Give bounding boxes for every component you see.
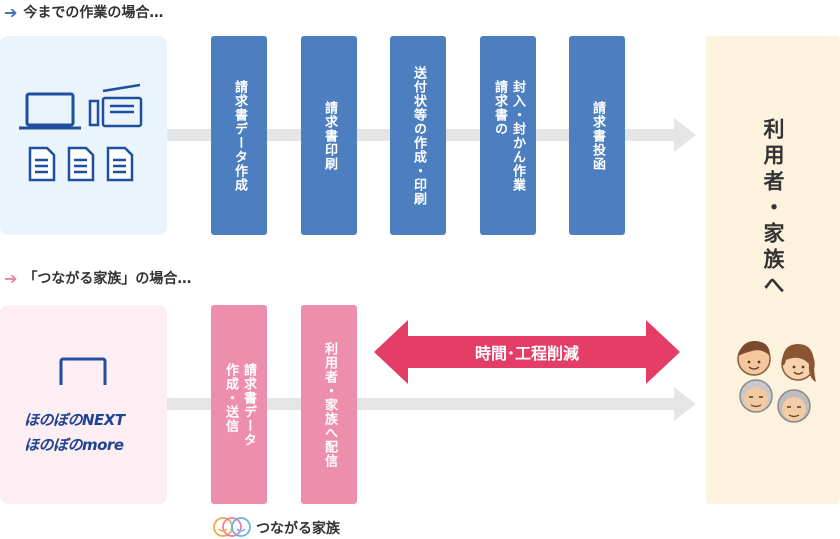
step-label: 請求書データ 作成・送信 [223, 362, 256, 447]
step-label: 請求書データ作成 [232, 79, 247, 192]
step-label: 請求書印刷 [322, 100, 337, 171]
destination-label: 利用者・家族へ [761, 118, 785, 300]
step-label: 封入・封かん作業 請求書の [492, 79, 525, 192]
step-label: 送付状等の作成・印刷 [411, 65, 426, 206]
tsunagaru-workflow-label-text: 「つながる家族」の場合… [23, 271, 192, 287]
arrow-right-icon: ➔ [4, 2, 18, 22]
laptop-icon [59, 357, 107, 385]
woman-icon [781, 344, 816, 382]
family-people-illustration [737, 340, 816, 423]
tsunagaru-logo-text: つながる家族 [256, 521, 340, 537]
brand-honobono-more: ほのぼのmore [24, 436, 124, 454]
man-icon [737, 340, 771, 376]
destination-panel: 利用者・家族へ [706, 36, 840, 504]
elderly-woman-icon [777, 389, 811, 423]
tsunagaru-workflow-panel: ほのぼのNEXT ほのぼのmore [0, 305, 167, 504]
tsunagaru-workflow-label: ➔ 「つながる家族」の場合… [4, 268, 191, 288]
document-icon [28, 146, 56, 182]
step-label: 利用者・家族へ配信 [322, 341, 337, 468]
current-workflow-panel [0, 36, 167, 235]
elderly-man-icon [739, 379, 773, 413]
document-icon [106, 146, 134, 182]
step-invoice-printing: 請求書印刷 [301, 36, 357, 235]
tsunagaru-flow-line [167, 398, 675, 410]
reduction-label: 時間･工程削減 [474, 344, 579, 363]
document-icon [67, 146, 95, 182]
brand-honobono-next: ほのぼのNEXT [24, 411, 125, 429]
current-workflow-label: ➔ 今までの作業の場合… [4, 2, 163, 22]
arrow-right-icon: ➔ [4, 268, 18, 288]
tsunagaru-flow-arrowhead [674, 387, 696, 421]
current-workflow-label-text: 今までの作業の場合… [23, 5, 164, 21]
current-flow-arrowhead [674, 118, 696, 152]
step-invoice-mailing: 請求書投函 [569, 36, 625, 235]
time-process-reduction-arrow [374, 320, 680, 384]
step-invoice-data-creation: 請求書データ作成 [211, 36, 267, 235]
office-equipment-illustration [19, 83, 143, 182]
step-enclosing-sealing: 封入・封かん作業 請求書の [480, 36, 536, 235]
step-cover-letter-creation: 送付状等の作成・印刷 [390, 36, 446, 235]
tsunagaru-smile-logo-icon [213, 517, 251, 537]
step-deliver-to-family: 利用者・家族へ配信 [301, 305, 357, 504]
step-invoice-data-send: 請求書データ 作成・送信 [211, 305, 267, 504]
step-label: 請求書投函 [590, 100, 605, 171]
laptop-illustration [59, 357, 107, 385]
laptop-icon [19, 92, 81, 130]
printer-icon [88, 83, 143, 128]
